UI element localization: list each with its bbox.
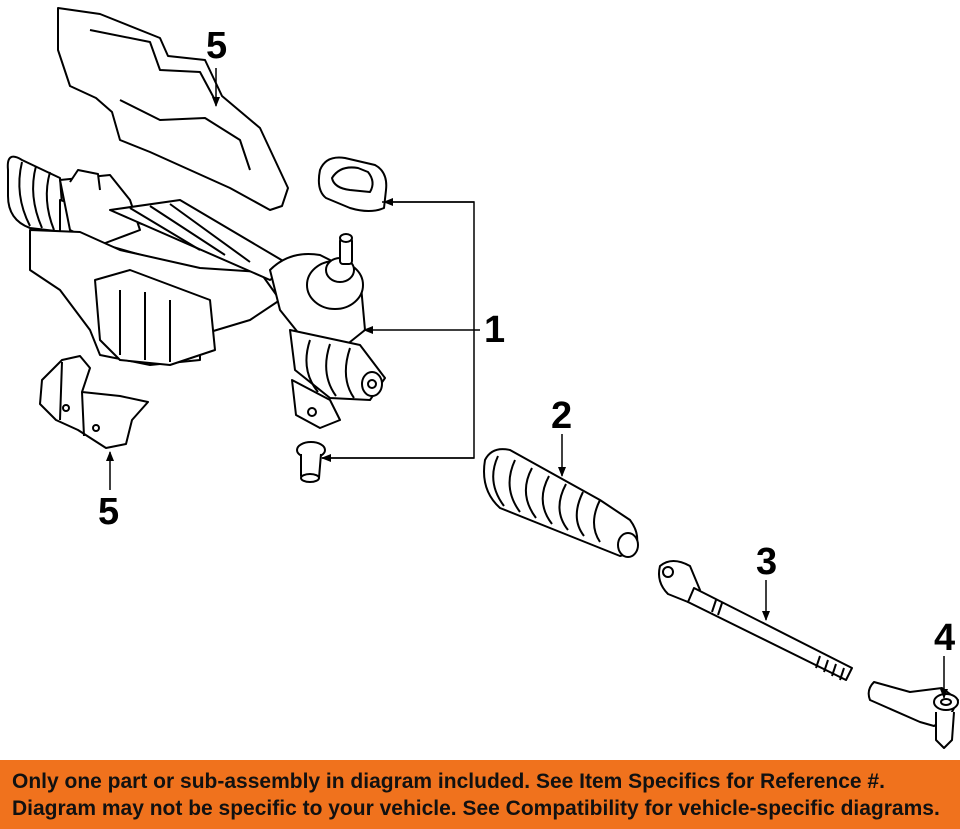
callout-2: 2 (551, 395, 572, 437)
mount-bushing-part (317, 156, 388, 212)
outer-tie-rod-end-part (867, 681, 959, 749)
disclaimer-line-2: Diagram may not be specific to your vehi… (12, 797, 940, 820)
heat-shield-top-part (57, 7, 289, 211)
inner-tie-rod-part (658, 560, 853, 681)
heat-shield-bottom-part (39, 355, 149, 449)
callout-5-top: 5 (206, 25, 227, 67)
disclaimer-banner: Only one part or sub-assembly in diagram… (0, 760, 960, 829)
callout-4: 4 (934, 617, 955, 659)
mount-bolt-part (296, 441, 326, 483)
parts-diagram: 5 1 5 2 3 4 (6, 7, 959, 749)
callout-1: 1 (484, 309, 505, 351)
callout-5-bottom: 5 (98, 491, 119, 533)
bellows-boot-part (483, 448, 639, 558)
callout-3: 3 (756, 541, 777, 583)
disclaimer-line-1: Only one part or sub-assembly in diagram… (12, 770, 885, 793)
steering-gear-assembly-part (6, 155, 386, 429)
